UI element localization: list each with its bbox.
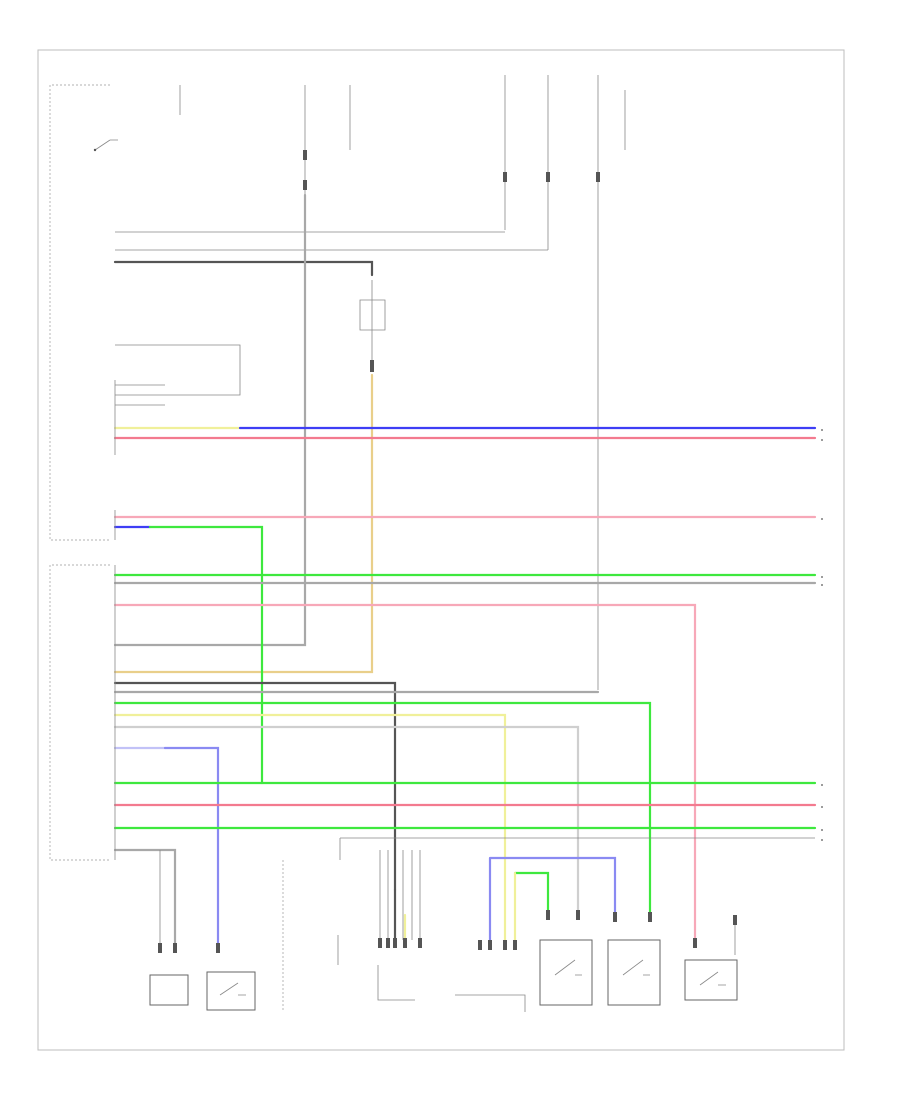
cluster-box: [149, 974, 189, 1006]
wire-gray-6: [113, 848, 177, 947]
control-module-outline: [49, 564, 110, 861]
right-terminals: [821, 429, 823, 841]
wire-gray-1: [113, 193, 307, 647]
diagram-frame: [37, 49, 845, 1051]
switch-box-1: [206, 971, 256, 1011]
wire-violet-2: [163, 746, 220, 947]
wire-green-2: [113, 701, 652, 922]
wire-gray-4: [113, 725, 580, 917]
sensor-box-2: [607, 939, 661, 1006]
wire-pink-2: [113, 603, 697, 942]
wire-tan: [113, 373, 374, 674]
switch-box-2: [684, 959, 738, 1001]
module-outline: [49, 84, 110, 541]
wire-darkgray-2: [113, 681, 397, 892]
wire-violet-3: [488, 856, 617, 942]
wire-yellow-2: [113, 713, 507, 942]
bottom-connectors: [158, 910, 737, 953]
multi-connector: [455, 994, 526, 1012]
fuse-connectors: [179, 75, 626, 690]
sensor-box-1: [539, 939, 593, 1006]
wire-darkgray-top: [113, 260, 374, 277]
wire-lightgreen-1: [148, 525, 264, 785]
harness-bundle: [339, 838, 421, 947]
signal-leads: [115, 231, 548, 406]
relay-icon: [359, 280, 386, 372]
ground-switch-icon: [93, 139, 118, 152]
sensor-bracket: [377, 965, 415, 1001]
wire-green-5: [513, 871, 550, 917]
